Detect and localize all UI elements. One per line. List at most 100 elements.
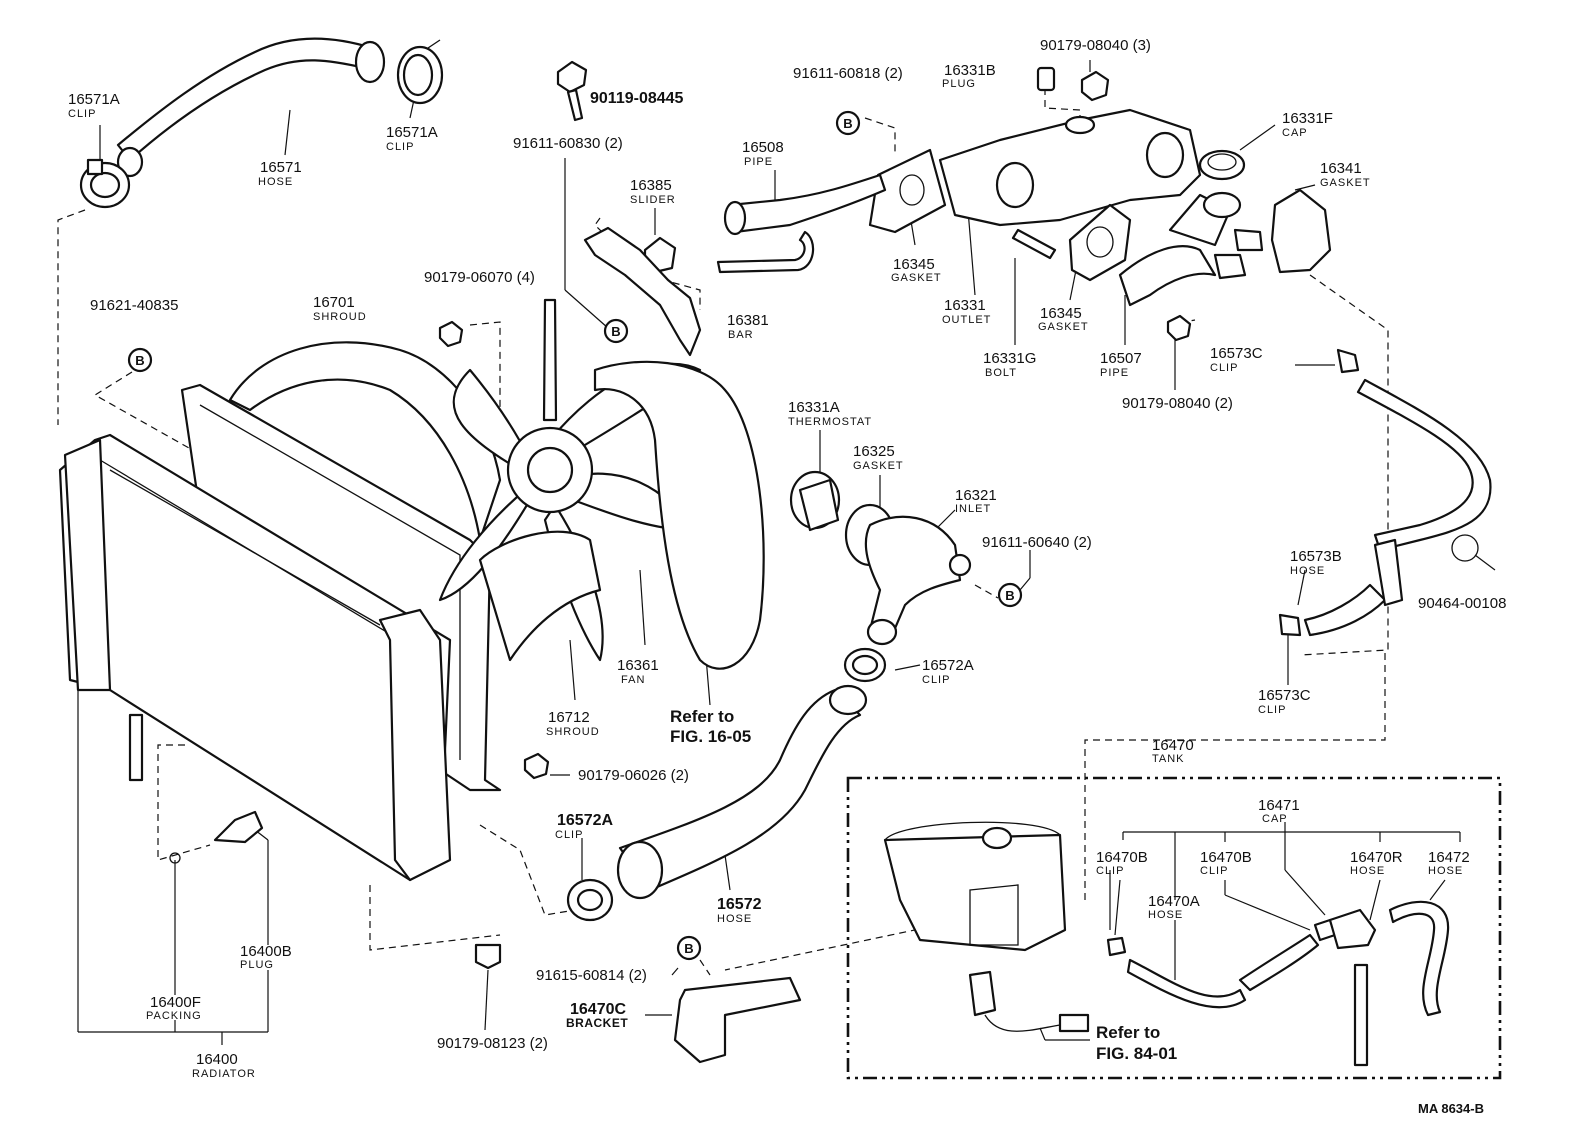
hose-16470R [1353,963,1369,1067]
reservoir-tank-16470 [883,821,1090,1033]
fan-belt [593,360,765,670]
label-16472-name: HOSE [1428,865,1463,877]
label-16472-number: 16472 [1428,849,1470,866]
plug-16400B [213,810,264,844]
label-90179-08040-3-number: 90179-08040 (3) [1040,37,1151,54]
label-16341-number: 16341 [1320,160,1362,177]
bracket-16470C [673,976,802,1064]
ref-fig-84-01-line1: Refer to [1096,1023,1160,1042]
bolt-90119 [556,60,588,122]
label-16701-number: 16701 [313,294,355,311]
label-16470A-name: HOSE [1148,909,1183,921]
ref-bubble-b-1: B [127,347,153,373]
nut-90179-06026 [523,752,550,780]
bar-16381 [583,226,702,357]
label-16325-name: GASKET [853,460,904,472]
label-91611-60818-number: 91611-60818 (2) [793,65,903,82]
label-16400-name: RADIATOR [192,1068,256,1080]
label-16508-name: PIPE [744,156,773,168]
ref-bubble-b-5: B [676,935,702,961]
fan-16361 [438,298,702,662]
pipe-16508 [716,173,887,274]
lower-hose-16572 [616,684,868,900]
label-16331B-number: 16331B [944,62,996,79]
label-16341-name: GASKET [1320,177,1371,189]
ref-fig-16-05-line2: FIG. 16-05 [670,727,751,746]
hose-16573B [1303,378,1492,637]
label-16400F-name: PACKING [146,1010,202,1022]
gasket-16341 [1270,188,1332,274]
label-16331-name: OUTLET [942,314,991,326]
radiator-16400 [58,433,452,882]
label-16571A-2-name: CLIP [386,141,414,153]
labels: 16571A CLIP 16571A CLIP 16571 HOSE 90119… [68,37,1506,1116]
label-91611-60830-number: 91611-60830 (2) [513,135,623,152]
svg-text:B: B [1005,588,1014,603]
label-16470R-name: HOSE [1350,865,1385,877]
label-16470B-2-number: 16470B [1200,849,1252,866]
label-16573B-name: HOSE [1290,565,1325,577]
label-16385-number: 16385 [630,177,672,194]
stud-16331G [1011,228,1057,260]
ref-bubble-b-3: B [835,110,861,136]
label-16571-name: HOSE [258,176,293,188]
inlet-16321 [864,515,972,646]
clip-16470B-left [1106,936,1127,957]
figure-code: MA 8634-B [1418,1101,1484,1116]
label-16331-number: 16331 [944,297,986,314]
outlet-16331 [938,108,1202,227]
ref-bubble-b-2: B [603,318,629,344]
svg-text:B: B [611,324,620,339]
label-16573C-2-name: CLIP [1258,704,1286,716]
gasket-16345-left-hole [899,174,925,206]
label-16400F-number: 16400F [150,994,201,1011]
cushion-90179-08123 [474,943,502,970]
label-16573B-number: 16573B [1290,548,1342,565]
label-90179-08040-2-number: 90179-08040 (2) [1122,395,1233,412]
label-16331A-number: 16331A [788,399,840,416]
upper-hose-16571 [116,37,386,178]
label-16572-number: 16572 [717,896,762,913]
clip-16572A-upper [843,647,887,683]
clip-16571A-left [79,158,131,209]
label-16381-number: 16381 [727,312,769,329]
clip-16573C-upper [1336,348,1360,374]
label-16701-name: SHROUD [313,311,367,323]
ref-fig-16-05-line1: Refer to [670,707,734,726]
clip-16571A-right [396,39,444,105]
shroud-16712 [478,530,602,662]
label-91611-60640-number: 91611-60640 (2) [982,534,1092,551]
gasket-16345-right-hole [1086,226,1114,258]
label-16572A-2-name: CLIP [555,829,583,841]
nut-90179-08040-2 [1166,314,1192,342]
label-16331G-number: 16331G [983,350,1036,367]
o-ring-90464 [1451,534,1479,562]
label-16345-2-number: 16345 [1040,305,1082,322]
gasket-16345-left [868,148,947,234]
nut-90179-06070 [438,320,464,348]
label-16400-number: 16400 [196,1051,238,1068]
solid-leaders [77,60,1496,1045]
label-16400B-number: 16400B [240,943,292,960]
label-16712-number: 16712 [548,709,590,726]
label-16507-name: PIPE [1100,367,1129,379]
label-16471-name: CAP [1262,813,1288,825]
label-16470B-1-number: 16470B [1096,849,1148,866]
label-16331B-name: PLUG [942,78,976,90]
plug-16331B [1036,66,1056,92]
label-16507-number: 16507 [1100,350,1142,367]
label-16470C-name: BRACKET [566,1016,628,1030]
svg-text:B: B [843,116,852,131]
label-90179-08123-number: 90179-08123 (2) [437,1035,548,1052]
label-16470B-2-name: CLIP [1200,865,1228,877]
label-91621-number: 91621-40835 [90,297,178,314]
label-16321-number: 16321 [955,487,997,504]
clip-16572A-lower [566,878,614,922]
label-16470-name: TANK [1152,753,1185,765]
cap-16471 [1328,908,1377,950]
label-16571A-1-number: 16571A [68,91,120,108]
label-16572-name: HOSE [717,913,752,925]
thermostat-16331A [789,470,841,532]
label-16385-name: SLIDER [630,194,676,206]
